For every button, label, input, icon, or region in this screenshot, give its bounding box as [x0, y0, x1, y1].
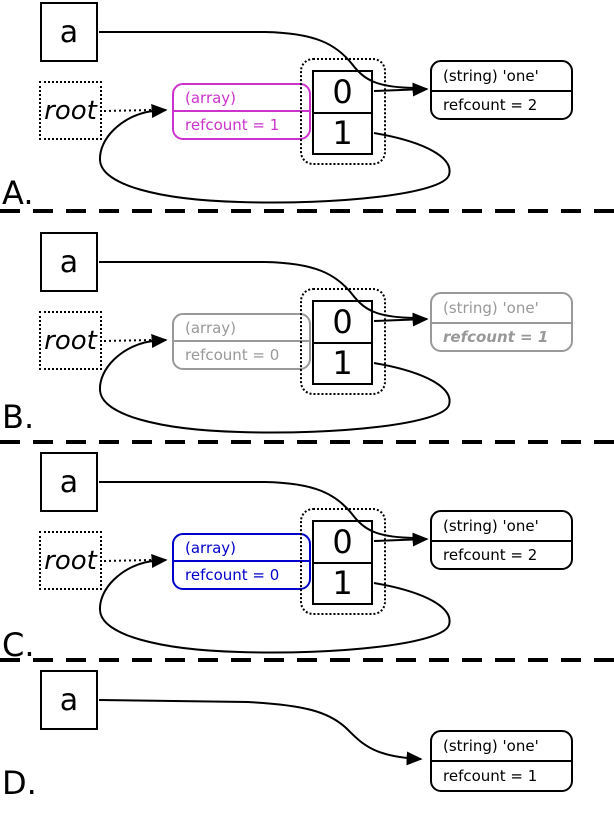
string-type-label: (string) 'one': [432, 62, 571, 92]
panel-label: B.: [2, 398, 35, 436]
variable-box: a: [40, 670, 98, 730]
string-node: (string) 'one' refcount = 2: [430, 60, 573, 120]
root-label: root: [44, 95, 97, 126]
panel-label: D.: [2, 764, 37, 802]
variable-label: a: [59, 682, 79, 718]
string-type-label: (string) 'one': [432, 294, 571, 324]
string-refcount: refcount = 2: [443, 546, 538, 564]
variable-box: a: [40, 232, 98, 292]
root-label: root: [44, 545, 97, 576]
string-node: (string) 'one' refcount = 1: [430, 292, 573, 352]
string-node: (string) 'one' refcount = 2: [430, 510, 573, 570]
root-box: root: [39, 81, 102, 140]
variable-label: a: [59, 244, 79, 280]
string-type-label: (string) 'one': [432, 512, 571, 542]
root-box: root: [39, 531, 102, 590]
variable-label: a: [59, 14, 79, 50]
root-box: root: [39, 311, 102, 370]
string-refcount: refcount = 1: [443, 767, 538, 785]
variable-box: a: [40, 2, 98, 62]
string-refcount: refcount = 2: [443, 96, 538, 114]
string-refcount: refcount = 1: [443, 328, 549, 346]
root-label: root: [44, 325, 97, 356]
panel-label: A.: [2, 174, 34, 212]
variable-box: a: [40, 452, 98, 512]
string-node: (string) 'one' refcount = 1: [430, 730, 573, 792]
variable-label: a: [59, 464, 79, 500]
string-type-label: (string) 'one': [432, 732, 571, 762]
panel-label: C.: [2, 626, 35, 664]
